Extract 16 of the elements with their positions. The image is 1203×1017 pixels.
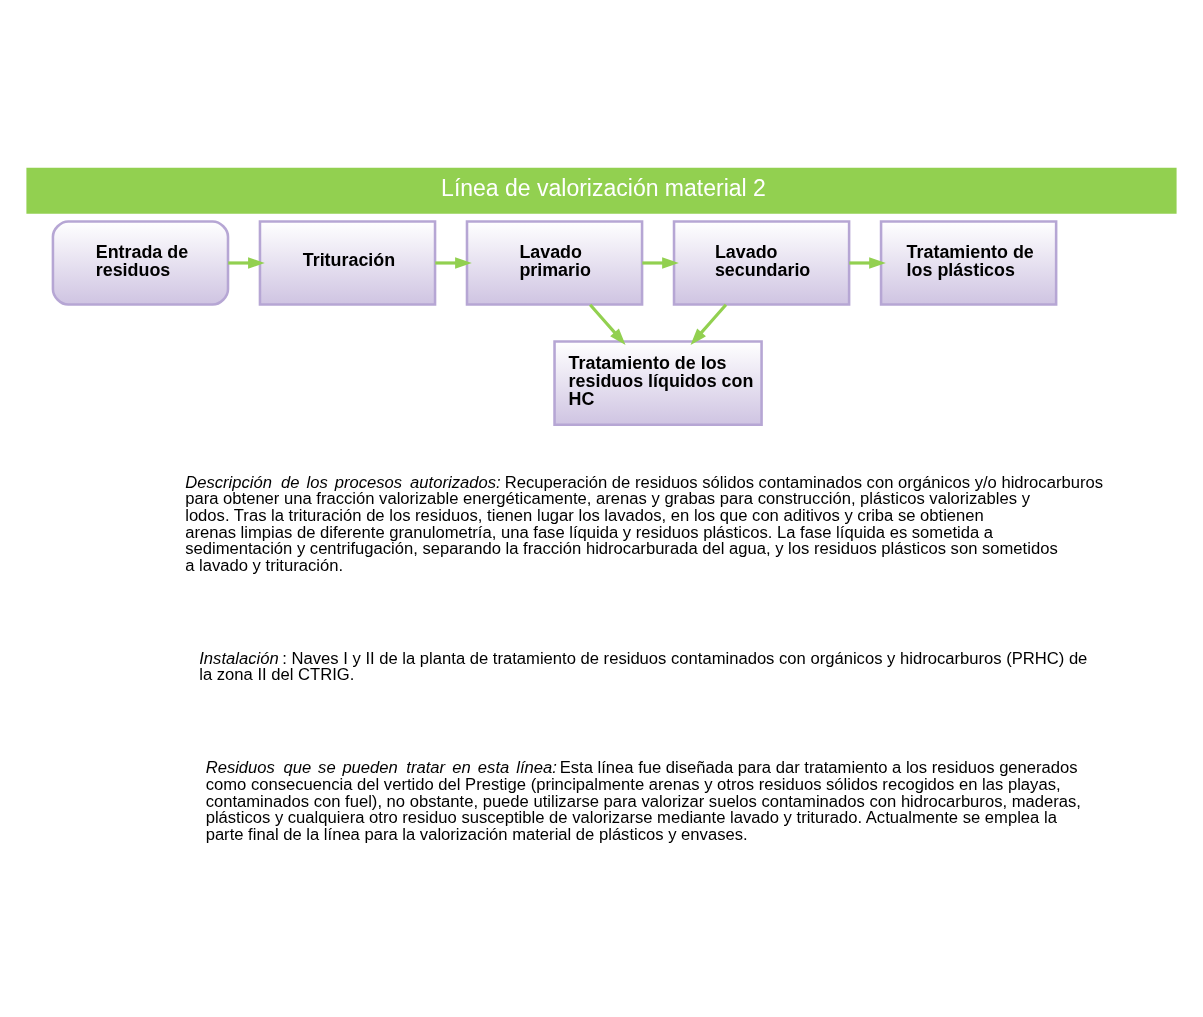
arrow: [690, 303, 728, 345]
label: Instalación: Naves I y II de la planta de tratamiento de residuos contaminados con orgánicos y hidrocarburos (PRHC) de la zona II del CTRIG.: [199, 648, 1088, 684]
arrow: [588, 303, 626, 345]
label: Residuos que se pueden tratar en esta línea: Esta línea fue diseñada para dar tratamiento a los residuos generados como consecuencia del vertido del Prestige (principalmente arenas y otros residuos sólidos recogidos en las playas, contaminados con fuel), no obstante, puede utilizarse para valorizar suelos contaminados con hidrocarburos, maderas, plásticos y cualquiera otro residuo susceptible de valorizarse mediante lavado y triturado. Actualmente se emplea la parte final de la línea para la valorización material de plásticos y envases.: [205, 757, 1081, 844]
arrow: [849, 256, 886, 269]
node-box: Lavado primario: [465, 219, 644, 306]
node-box: Tratamiento de los residuos líquidos con HC: [553, 339, 763, 426]
arrow: [642, 256, 679, 269]
diagram-title: Línea de valorización material 2: [441, 174, 766, 201]
arrow: [228, 256, 265, 269]
node-box: Entrada de residuos: [51, 219, 230, 306]
node-box: Lavado secundario: [672, 219, 851, 306]
label: Descripción de los procesos autorizados: Recuperación de residuos sólidos contaminados con orgánicos y/o hidrocarburos para obtener una fracción valorizable energéticamente, arenas y grabas para construcción, plásticos valorizables y lodos. Tras la trituración de los residuos, tienen lugar los lavados, en los que con aditivos y criba se obtienen arenas limpias de diferente granulometría, una fase líquida y residuos plásticos. La fase líquida es sometida a sedimentación y centrifugación, separando la fracción hidrocarburada del agua, y los residuos plásticos son sometidos a lavado y trituración.: [185, 472, 1103, 575]
node-box: Tratamiento de los plásticos: [879, 219, 1058, 306]
arrow: [435, 256, 472, 269]
node-box: Trituración: [258, 219, 437, 306]
